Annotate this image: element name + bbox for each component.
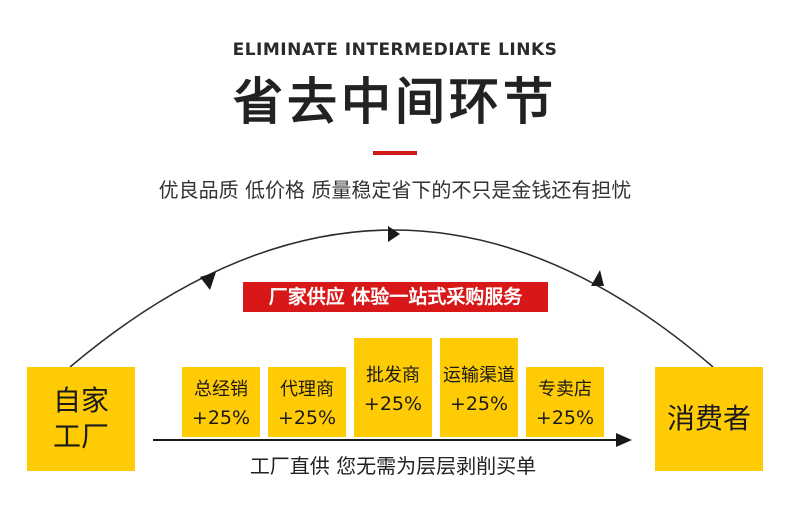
factory-box: 自家 工厂 [27,367,135,471]
chinese-title: 省去中间环节 [233,73,557,131]
step-box: 批发商 +25% [354,338,432,437]
arc-arrow-right [591,270,604,286]
step-markup: +25% [363,392,423,415]
step-box: 代理商 +25% [268,367,346,437]
english-title: ELIMINATE INTERMEDIATE LINKS [232,40,558,60]
step-name: 代理商 [280,379,334,400]
bottom-arrow-head [616,433,632,447]
factory-label: 自家 工厂 [52,384,109,453]
step-name: 总经销 [194,379,248,400]
subtitle: 优良品质 低价格 质量稳定省下的不只是金钱还有担忧 [158,178,632,202]
step-name: 运输渠道 [443,364,515,386]
promo-banner: 厂家供应 体验一站式采购服务 [243,282,548,312]
step-markup: +25% [191,407,251,429]
step-markup: +25% [535,407,595,429]
step-markup: +25% [449,392,509,415]
title-underline [373,151,417,155]
bottom-caption: 工厂直供 您无需为层层剥削买单 [249,454,537,478]
step-box: 运输渠道 +25% [440,338,518,437]
step-name: 批发商 [366,364,420,386]
step-name: 专卖店 [538,379,592,400]
step-box: 专卖店 +25% [526,367,604,437]
consumer-box: 消费者 [655,367,763,471]
arc-arrow-top [388,226,400,242]
step-markup: +25% [277,407,337,429]
step-box: 总经销 +25% [182,367,260,437]
consumer-label: 消费者 [666,402,751,435]
arc-arrow-left [200,272,216,290]
